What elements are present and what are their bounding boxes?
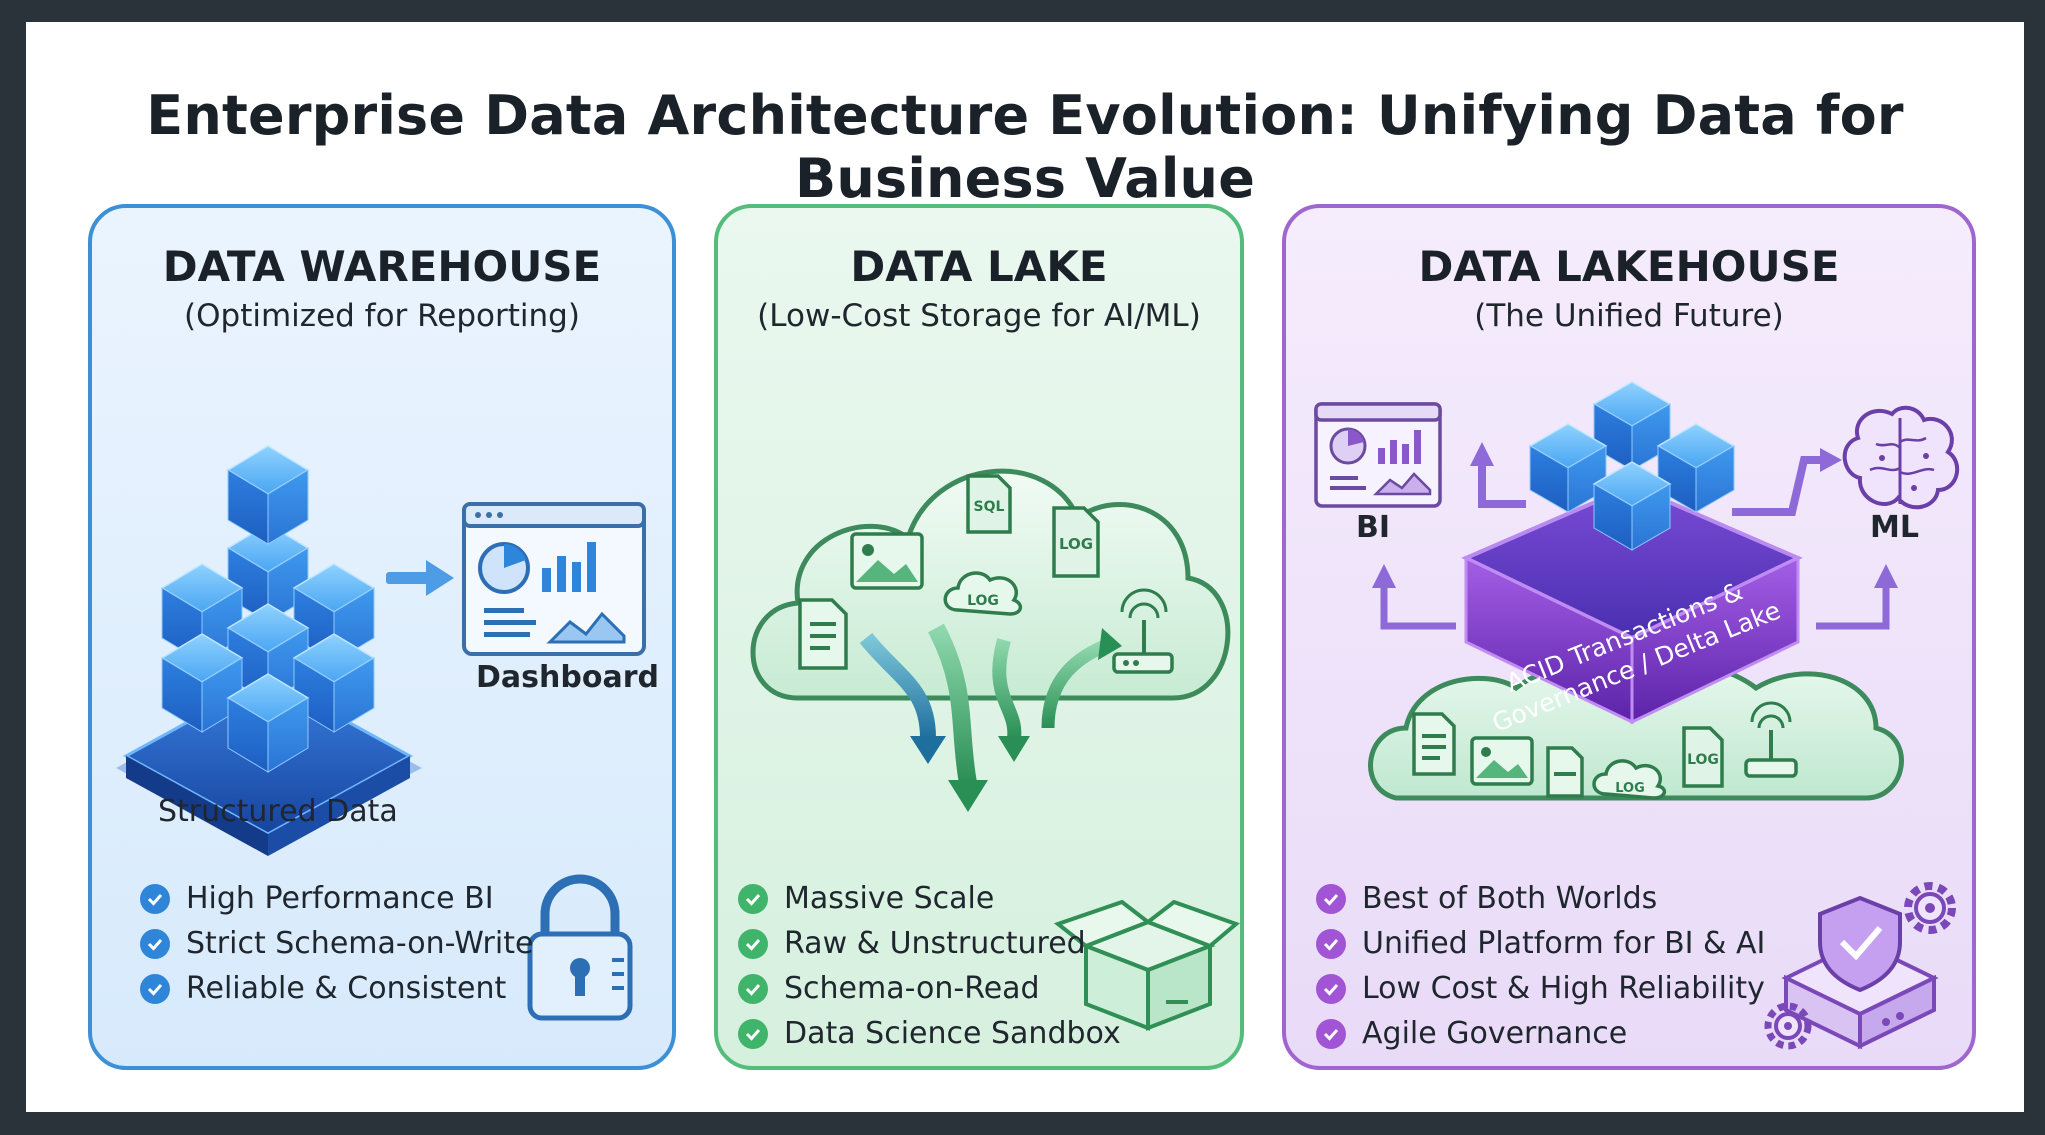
checkmark-icon <box>1316 973 1346 1004</box>
arrows-to-bi-ml <box>1372 442 1898 630</box>
structured-data-label: Structured Data <box>158 794 398 829</box>
sql-file-label: SQL <box>974 499 1005 515</box>
data-warehouse-title: DATA WAREHOUSE <box>162 242 602 291</box>
checkmark-icon <box>738 973 768 1004</box>
data-warehouse-subtitle: (Optimized for Reporting) <box>184 298 580 334</box>
data-flow-arrows <box>859 623 1122 812</box>
arrow-right-icon <box>386 560 454 596</box>
feature-text: Unified Platform for BI & AI <box>1362 926 1766 961</box>
feature-text: Reliable & Consistent <box>186 971 507 1006</box>
list-item: Low Cost & High Reliability <box>1316 966 1765 1011</box>
page-title: Enterprise Data Architecture Evolution: … <box>146 84 1904 210</box>
iot-device-icon <box>1112 588 1174 674</box>
list-item: Data Science Sandbox <box>738 1011 1121 1056</box>
list-item: Reliable & Consistent <box>140 966 533 1011</box>
lakehouse-illustration: LOG LOG ACID Transactions & Governance /… <box>1314 381 1959 1050</box>
ml-label: ML <box>1870 510 1919 545</box>
log-file-icon <box>1682 726 1724 788</box>
log-cloud-label: LOG <box>967 593 999 609</box>
feature-text: Agile Governance <box>1362 1016 1628 1051</box>
padlock-icon <box>527 874 633 1021</box>
bi-label: BI <box>1356 510 1391 545</box>
checkmark-icon <box>738 883 768 914</box>
data-file-icon <box>1546 746 1584 798</box>
dashboard-label: Dashboard <box>476 660 659 695</box>
iot-device-icon <box>1744 701 1798 778</box>
log-file-label: LOG <box>1059 535 1093 553</box>
warehouse-feature-list: High Performance BI Strict Schema-on-Wri… <box>140 876 533 1011</box>
gear-icon <box>1764 1002 1812 1050</box>
lakehouse-platform <box>1461 483 1803 725</box>
log-file-label: LOG <box>1687 752 1719 768</box>
data-lakehouse-title: DATA LAKEHOUSE <box>1418 242 1840 291</box>
checkmark-icon <box>1316 928 1346 959</box>
log-cloud-icon <box>943 571 1023 616</box>
dashboard-icon <box>462 502 646 656</box>
checkmark-icon <box>1316 1018 1346 1049</box>
document-file-icon <box>798 598 848 670</box>
feature-text: Data Science Sandbox <box>784 1016 1121 1051</box>
brain-icon <box>1842 405 1959 510</box>
bi-dashboard-icon <box>1314 402 1442 508</box>
lakehouse-feature-list: Best of Both Worlds Unified Platform for… <box>1316 876 1765 1056</box>
sql-file-icon <box>966 474 1012 534</box>
shield-check-icon <box>1818 895 1902 993</box>
feature-text: Schema-on-Read <box>784 971 1040 1006</box>
feature-text: Massive Scale <box>784 881 995 916</box>
checkmark-icon <box>140 973 170 1004</box>
data-lake-title: DATA LAKE <box>850 242 1108 291</box>
checkmark-icon <box>1316 883 1346 914</box>
feature-text: Strict Schema-on-Write <box>186 926 534 961</box>
data-lake-panel: DATA LAKE (Low-Cost Storage for AI/ML) <box>714 204 1244 1070</box>
image-file-icon <box>1470 736 1534 786</box>
slide-canvas: Enterprise Data Architecture Evolution: … <box>26 22 2024 1112</box>
list-item: Best of Both Worlds <box>1316 876 1765 921</box>
list-item: Schema-on-Read <box>738 966 1121 1011</box>
image-file-icon <box>850 532 924 590</box>
list-item: Agile Governance <box>1316 1011 1765 1056</box>
data-lake-illustration: SQL LOG LOG <box>750 468 1240 1031</box>
data-warehouse-panel: DATA WAREHOUSE (Optimized for Reporting) <box>88 204 676 1070</box>
gear-icon <box>1904 882 1956 934</box>
feature-text: Best of Both Worlds <box>1362 881 1658 916</box>
open-box-icon <box>1053 899 1240 1031</box>
list-item: Massive Scale <box>738 876 1121 921</box>
log-file-icon <box>1052 506 1100 578</box>
log-cloud-icon <box>1592 759 1667 800</box>
feature-text: Low Cost & High Reliability <box>1362 971 1765 1006</box>
checkmark-icon <box>140 883 170 914</box>
list-item: Strict Schema-on-Write <box>140 921 533 966</box>
feature-text: Raw & Unstructured <box>784 926 1086 961</box>
data-lakehouse-subtitle: (The Unified Future) <box>1474 298 1784 334</box>
data-lake-subtitle: (Low-Cost Storage for AI/ML) <box>757 298 1201 334</box>
database-cubes-icon <box>161 445 375 773</box>
data-lakehouse-panel: DATA LAKEHOUSE (The Unified Future) <box>1282 204 1976 1070</box>
checkmark-icon <box>140 928 170 959</box>
lake-feature-list: Massive Scale Raw & Unstructured Schema-… <box>738 876 1121 1056</box>
checkmark-icon <box>738 928 768 959</box>
document-file-icon <box>1412 712 1456 776</box>
warehouse-illustration <box>116 445 646 1021</box>
list-item: Raw & Unstructured <box>738 921 1121 966</box>
feature-text: High Performance BI <box>186 881 494 916</box>
list-item: High Performance BI <box>140 876 533 921</box>
log-cloud-label: LOG <box>1615 781 1645 796</box>
list-item: Unified Platform for BI & AI <box>1316 921 1765 966</box>
checkmark-icon <box>738 1018 768 1049</box>
